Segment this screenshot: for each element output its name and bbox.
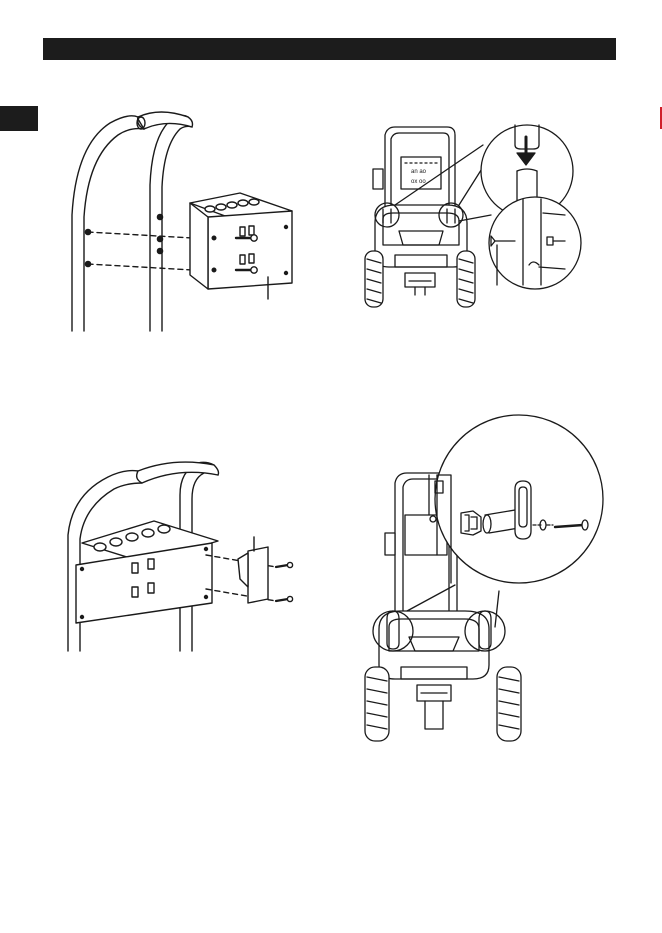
- figure-2-handle-lower-into-frame-illustration: an ao ox oo: [355, 105, 595, 320]
- figure-4-handle-lock-knob-assembly-illustration: [355, 415, 615, 745]
- svg-text:an ao: an ao: [411, 169, 427, 175]
- figure-3-gun-holder-bracket-illustration: [62, 455, 302, 655]
- language-side-tab: [0, 106, 38, 131]
- figure-1-handle-mount-panel-illustration: [60, 105, 310, 335]
- svg-text:ox oo: ox oo: [411, 179, 426, 185]
- section-header-bar: [43, 38, 616, 60]
